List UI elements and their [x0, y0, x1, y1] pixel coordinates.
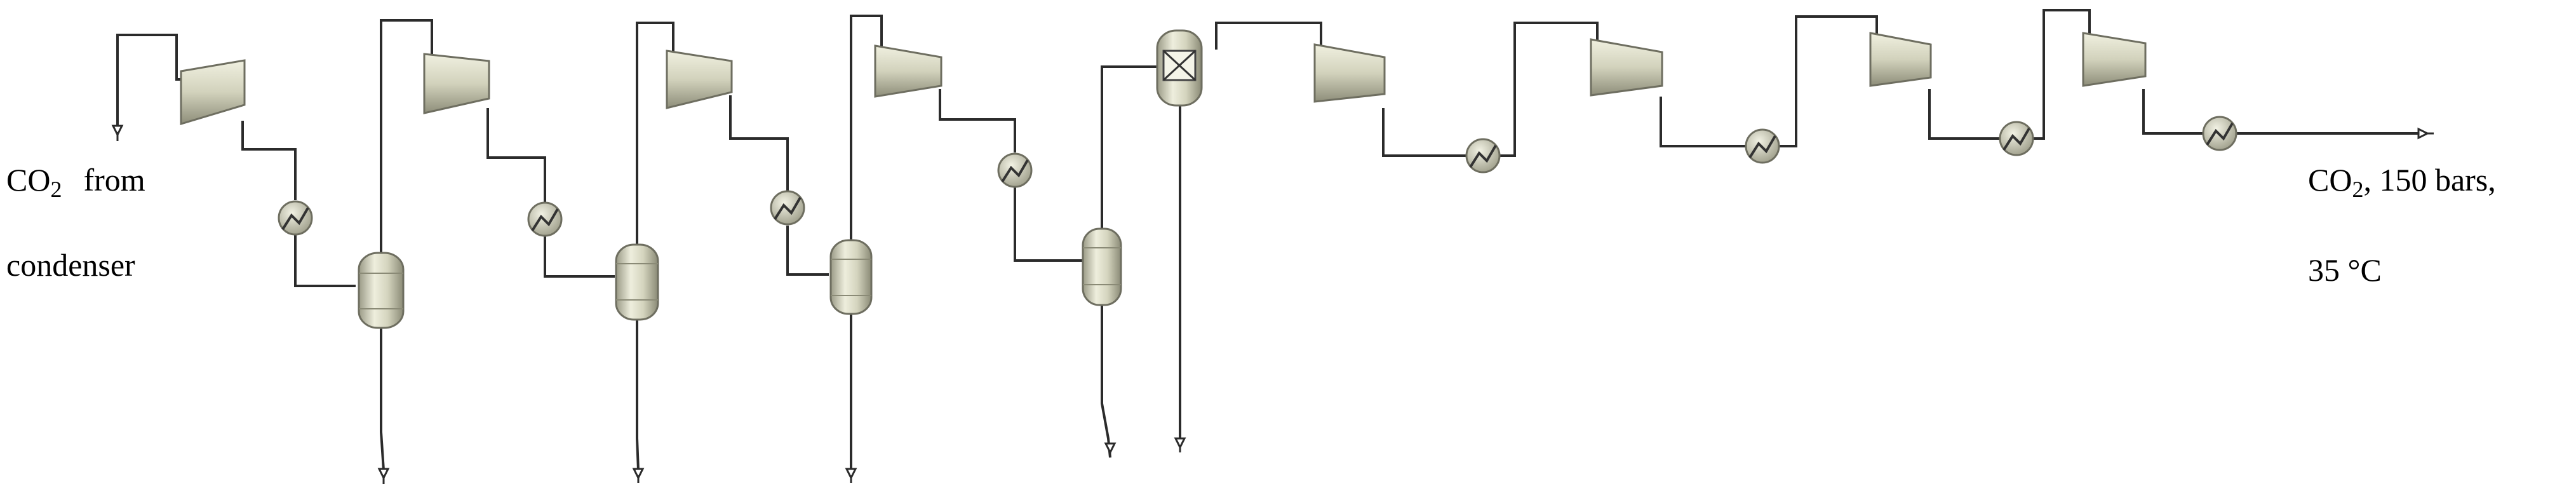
stream-hx4-to-flash4: [1014, 187, 1086, 262]
flash-separator-1: [358, 252, 405, 329]
compressor-5: [1313, 43, 1386, 103]
stream-hx1-to-flash1: [294, 235, 356, 287]
liquid-out-arrow-2: [632, 468, 645, 480]
stream-flash2-liquid: [636, 315, 640, 471]
liquid-out-arrow-3: [845, 468, 857, 480]
stream-c1-to-hx1: [241, 121, 297, 200]
compressor-2: [423, 53, 490, 114]
stream-feed: [116, 34, 184, 127]
heat-exchanger-4: [997, 152, 1033, 188]
stream-c2-to-hx2: [486, 108, 546, 202]
stream-hx6-to-c7: [1772, 15, 1878, 147]
stream-flash4-liquid: [1101, 302, 1111, 458]
stream-terminals: [111, 125, 2434, 484]
stream-hx7-to-c8: [2026, 9, 2091, 140]
heat-exchanger-3: [770, 190, 805, 226]
heat-exchanger-8: [2202, 116, 2237, 151]
stream-flash2-vapor: [636, 22, 674, 257]
reactor-out-arrow: [1174, 437, 1186, 450]
compressor-1: [180, 59, 246, 126]
liquid-out-arrow-1: [377, 468, 390, 480]
heat-exchanger-6: [1745, 128, 1780, 164]
stream-reactor-to-c5: [1215, 22, 1322, 50]
heat-exchanger-5: [1465, 138, 1501, 173]
compressor-3: [666, 50, 733, 109]
heat-exchangers: [278, 116, 2237, 237]
compressor-7: [1869, 32, 1932, 87]
stream-c7-to-hx7: [1928, 89, 2007, 140]
compressor-6: [1590, 38, 1663, 97]
stream-c8-to-hx8: [2142, 89, 2210, 135]
feed-terminal-arrow: [111, 125, 124, 137]
stream-hx2-to-flash2: [544, 236, 615, 278]
stream-c5-to-hx5: [1382, 108, 1473, 157]
product-out-arrow: [2417, 127, 2430, 140]
compressor-4: [874, 44, 943, 98]
inlet-label-line2: condenser: [6, 247, 135, 283]
heat-exchanger-1: [278, 200, 313, 236]
outlet-label-line2: 35 °C: [2308, 252, 2382, 288]
flash-separator-3: [829, 239, 873, 315]
flash-separator-2: [615, 243, 659, 321]
flash-separator-4: [1082, 227, 1122, 306]
stream-flash1-liquid: [380, 324, 385, 471]
compressor-8: [2082, 32, 2147, 87]
stream-c6-to-hx6: [1660, 97, 1753, 147]
liquid-out-arrow-4: [1104, 442, 1117, 455]
stream-flash4-vapor: [1101, 65, 1162, 245]
stream-c4-to-hx4: [939, 89, 1016, 152]
outlet-label-line1: CO2, 150 bars,: [2308, 162, 2496, 202]
stream-c3-to-hx3: [729, 95, 789, 191]
stream-hx5-to-c6: [1493, 22, 1599, 157]
flash-separators: [358, 227, 1122, 329]
stream-flash1-vapor: [380, 19, 433, 267]
reactor: [1156, 29, 1203, 107]
process-streams: [116, 9, 2420, 471]
heat-exchanger-7: [1999, 121, 2034, 156]
stream-flash3-vapor: [850, 15, 883, 254]
heat-exchanger-2: [527, 201, 563, 237]
stream-hx3-to-flash3: [786, 226, 829, 276]
compressors: [180, 32, 2147, 126]
